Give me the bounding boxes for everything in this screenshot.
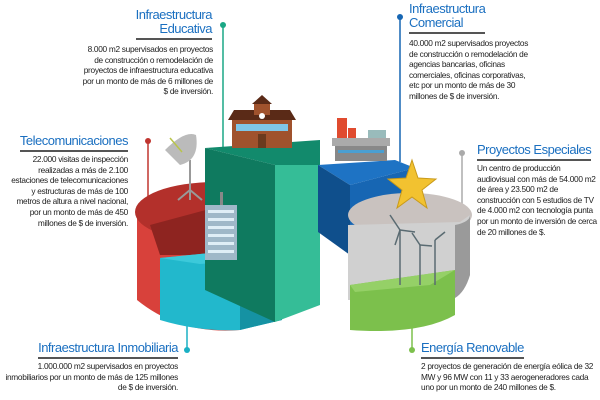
inmobiliaria-title: Infraestructura Inmobiliaria [38,341,178,359]
comercial-text: 40.000 m2 supervisados proyectos de cons… [409,38,529,101]
inmobiliaria-text: 1.000.000 m2 supervisados en proyectos i… [5,361,178,393]
title-line: Educativa [159,21,212,36]
telecom-title: Telecomunicaciones [19,134,129,152]
satellite-dish-icon [165,134,203,201]
pin-telecom [145,138,151,200]
office-tower-icon [205,192,237,260]
pin-comercial [397,14,403,162]
especiales-title: Proyectos Especiales [477,143,592,161]
pin-especiales [459,150,465,205]
telecom-text: 22.000 visitas de inspección realizadas … [11,154,128,228]
title-line: Infraestructura [409,1,486,16]
school-icon [228,95,296,148]
factory-icon [332,118,390,161]
energia-text: 2 proyectos de generación de energía eól… [421,361,594,393]
wind-turbine-icon [389,214,446,285]
title-line: Comercial [409,15,464,30]
title-line: Infraestructura [135,7,213,22]
especiales-text: Un centro de producción audiovisual con … [477,163,597,237]
energia-title: Energía Renovable [421,341,524,359]
segment-energia [350,270,455,331]
educativa-text: 8.000 m2 supervisados en proyectos de co… [82,44,214,97]
pin-educativa [220,22,226,148]
star-icon [386,158,438,210]
segment-educativa [205,140,320,322]
